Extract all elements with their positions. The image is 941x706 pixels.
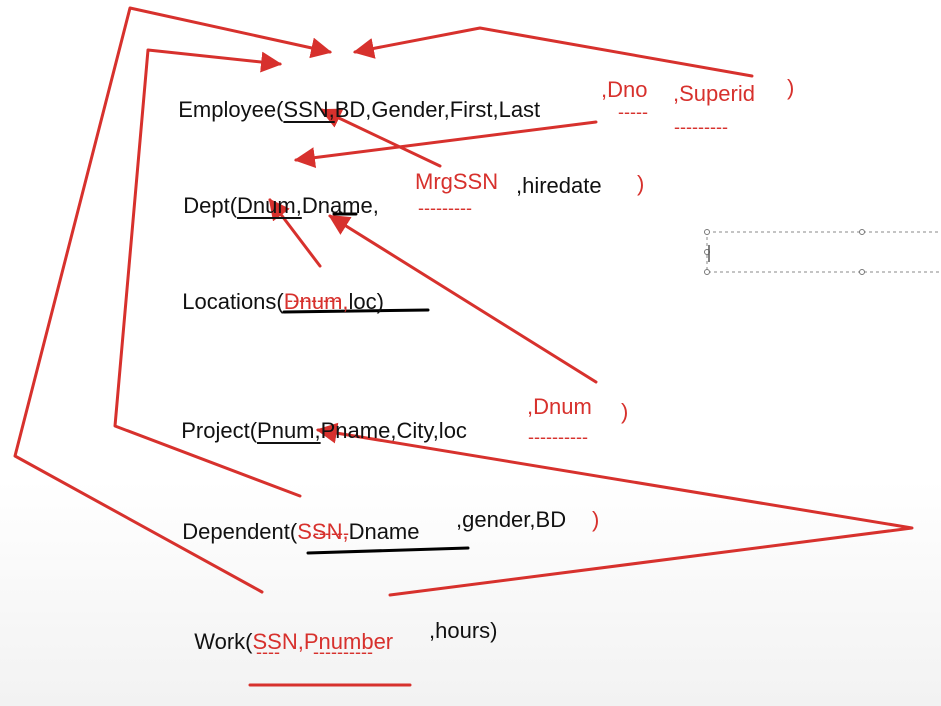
project-close-paren: ) [621, 399, 629, 424]
text-box-selection [706, 231, 941, 273]
work-ssn-dash: ---- [256, 642, 280, 662]
locations-name: Locations( [182, 289, 284, 314]
employee-dno-dash: ----- [618, 102, 648, 122]
dept-attributes: Dname, [301, 193, 379, 218]
dept-primary-key: Dnum, [237, 193, 302, 218]
mrgssn-to-ssn-arrow [320, 108, 442, 168]
dependent-fk-ssn: SSN, [297, 519, 349, 544]
employee-close-paren: ) [787, 75, 795, 100]
employee-relation: Employee(SSN,BD,Gender,First,Last [166, 77, 540, 121]
locations-dnum-to-dnum-arrow [268, 198, 322, 268]
superid-to-ssn-arrow [352, 26, 754, 78]
dependent-ssn-to-employee-arrow [113, 48, 302, 498]
dependent-key-underline [306, 546, 470, 555]
locations-key-underline [282, 308, 430, 314]
dept-fk-mrgssn: MrgSSN [415, 169, 499, 194]
locations-dnum-dash: --------- [287, 290, 341, 310]
locations-relation: Locations(Dnum,loc) [170, 269, 384, 313]
dependent-rest: ,gender,BD [456, 507, 567, 532]
employee-fk-superid: ,Superid [673, 81, 755, 106]
project-relation: Project(Pnum,Pname,City,loc [169, 398, 467, 442]
work-pnumber-to-pnum-arrow [315, 422, 914, 597]
project-attributes: Pname,City,loc [320, 418, 467, 443]
work-fk-pnumber: Pnumber [303, 629, 394, 654]
employee-name: Employee( [178, 97, 284, 122]
dept-relation: Dept(Dnum,Dname, [171, 173, 379, 217]
employee-fk-dno: ,Dno [601, 77, 648, 102]
work-pnumber-dash: ---------- [313, 642, 373, 662]
project-fk-dnum: ,Dnum [527, 394, 592, 419]
locations-rest: loc) [348, 289, 384, 314]
dept-mrgssn-dash: --------- [418, 198, 472, 218]
project-primary-key: Pnum, [257, 418, 321, 443]
project-dnum-dash: ---------- [528, 427, 588, 447]
dept-close-paren: ) [637, 171, 645, 196]
dept-name: Dept( [183, 193, 238, 218]
work-fk-ssn: SSN, [252, 629, 304, 654]
employee-attributes: BD,Gender,First,Last [334, 97, 541, 122]
dependent-attributes: Dname [348, 519, 420, 544]
dept-rest: ,hiredate [516, 173, 602, 198]
dno-to-dnum-arrow [293, 120, 598, 169]
dependent-name: Dependent( [182, 519, 298, 544]
work-name: Work( [194, 629, 253, 654]
locations-fk-dnum: Dnum, [283, 289, 349, 314]
dependent-ssn-dash: ------ [313, 523, 349, 543]
employee-primary-key: SSN, [283, 97, 335, 122]
dependent-relation: Dependent(SSN,Dname [170, 499, 420, 544]
work-ssn-to-employee-arrow [13, 6, 333, 594]
employee-superid-dash: --------- [674, 117, 728, 137]
work-relation: Work(SSN,Pnumber [182, 609, 393, 653]
project-dnum-to-dnum-arrow [328, 214, 598, 384]
work-rest: ,hours) [429, 618, 498, 643]
project-name: Project( [181, 418, 258, 443]
dependent-close-paren: ) [592, 507, 600, 532]
